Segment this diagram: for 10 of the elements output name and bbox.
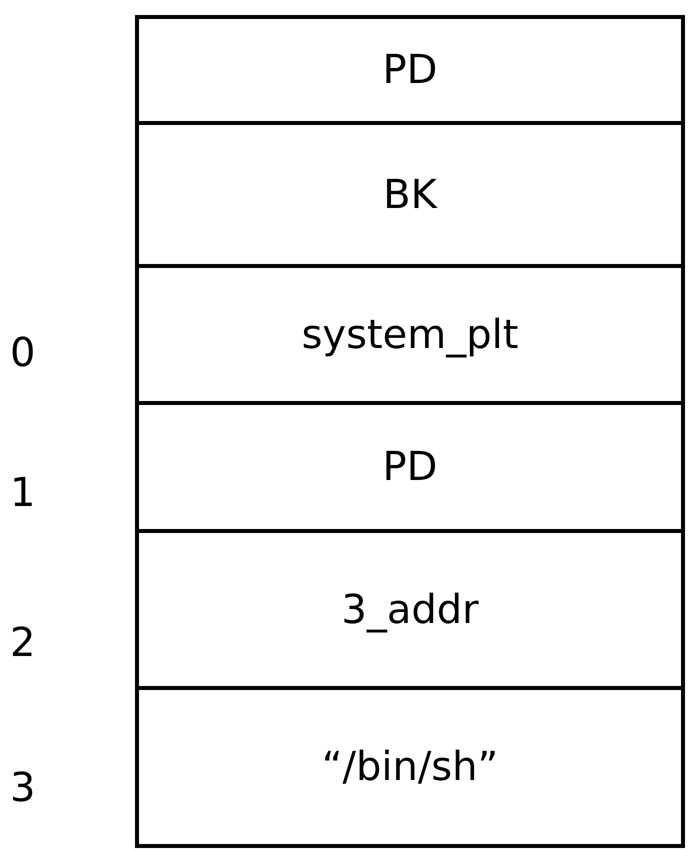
index-number: 1: [10, 470, 36, 516]
index-number: 3: [10, 765, 36, 811]
slot-text: PD: [382, 444, 438, 490]
slot-text: 3_addr: [341, 586, 479, 632]
slot-text: system_plt: [302, 312, 518, 358]
index-number: 2: [10, 620, 36, 666]
index-number: 0: [10, 330, 36, 376]
slot-text: “/bin/sh”: [322, 744, 498, 790]
slot-text: BK: [383, 172, 437, 218]
slot-text: PD: [382, 47, 438, 93]
